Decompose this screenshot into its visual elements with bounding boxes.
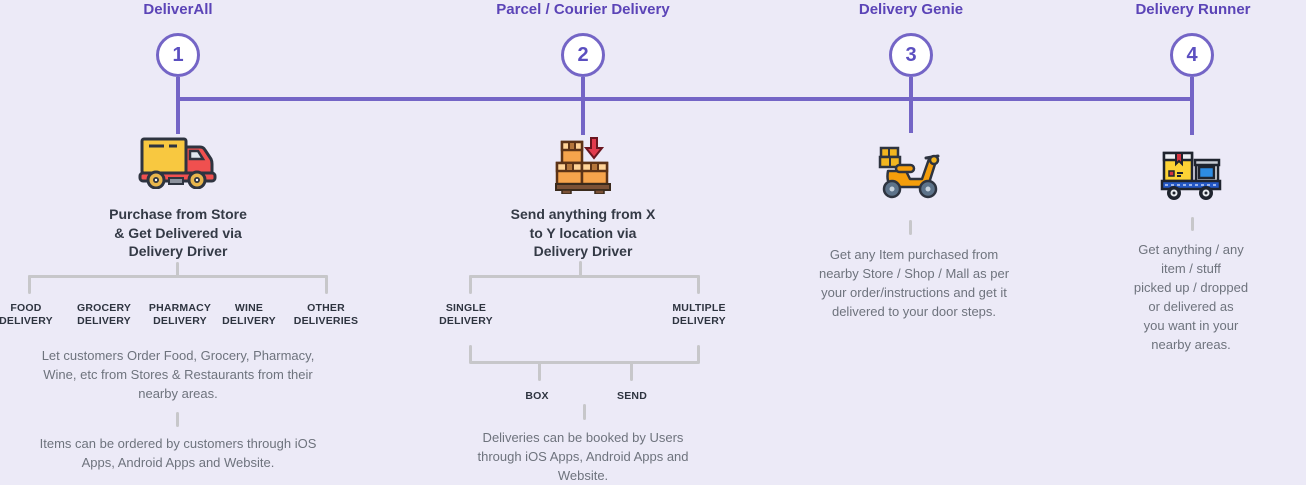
connector-line xyxy=(697,275,700,294)
step-number: 3 xyxy=(905,43,917,66)
branch-label: BOX xyxy=(525,390,549,402)
connector-line xyxy=(28,275,328,278)
connector-line xyxy=(630,361,633,381)
connector-line xyxy=(28,275,31,294)
branch-label: PHARMACY DELIVERY xyxy=(148,302,212,327)
branch-label: WINE DELIVERY xyxy=(222,302,276,327)
column-title: Delivery Runner xyxy=(1135,1,1251,18)
connector-line xyxy=(469,361,700,364)
connector-line xyxy=(176,262,179,277)
step-number: 1 xyxy=(172,43,184,66)
delivery-scooter-icon xyxy=(876,145,944,199)
branch-label: GROCERY DELIVERY xyxy=(76,302,132,327)
connector-line xyxy=(325,275,328,294)
column-title: Parcel / Courier Delivery xyxy=(496,1,670,18)
column-title: Delivery Genie xyxy=(858,1,964,18)
connector-line xyxy=(1190,77,1194,135)
step-circle: 1 xyxy=(156,33,200,77)
connector-line xyxy=(909,77,913,133)
step-circle: 4 xyxy=(1170,33,1214,77)
description-text: Let customers Order Food, Grocery, Pharm… xyxy=(41,348,315,401)
cargo-truck-icon xyxy=(1160,151,1224,203)
connector-line xyxy=(909,220,912,235)
separator-line xyxy=(583,404,586,420)
delivery-truck-icon xyxy=(138,133,218,189)
connector-line xyxy=(176,77,180,134)
connector-line xyxy=(538,361,541,381)
branch-label: OTHER DELIVERIES xyxy=(293,302,359,327)
separator-line xyxy=(176,412,179,427)
branch-label: FOOD DELIVERY xyxy=(0,302,53,327)
column-heading: Send anything from X to Y location via D… xyxy=(510,206,656,259)
description-text: Items can be ordered by customers throug… xyxy=(39,436,317,470)
column-heading: Purchase from Store & Get Delivered via … xyxy=(109,206,247,259)
connector-line xyxy=(1191,217,1194,231)
timeline-line xyxy=(178,97,1192,101)
step-circle: 2 xyxy=(561,33,605,77)
description-text: Deliveries can be booked by Users throug… xyxy=(477,430,689,483)
connector-line xyxy=(579,261,582,277)
connector-line xyxy=(469,345,472,363)
connector-line xyxy=(469,275,472,294)
branch-label: SINGLE DELIVERY xyxy=(439,302,493,327)
connector-line xyxy=(469,275,700,278)
column-title: DeliverAll xyxy=(143,1,213,18)
parcel-boxes-icon xyxy=(555,136,611,194)
step-circle: 3 xyxy=(889,33,933,77)
step-number: 4 xyxy=(1186,43,1198,66)
connector-line xyxy=(697,345,700,363)
connector-line xyxy=(581,77,585,135)
description-text: Get any Item purchased from nearby Store… xyxy=(818,247,1010,319)
branch-label: MULTIPLE DELIVERY xyxy=(672,302,726,327)
branch-label: SEND xyxy=(617,390,647,402)
description-text: Get anything / any item / stuff picked u… xyxy=(1133,242,1249,352)
step-number: 2 xyxy=(577,43,589,66)
